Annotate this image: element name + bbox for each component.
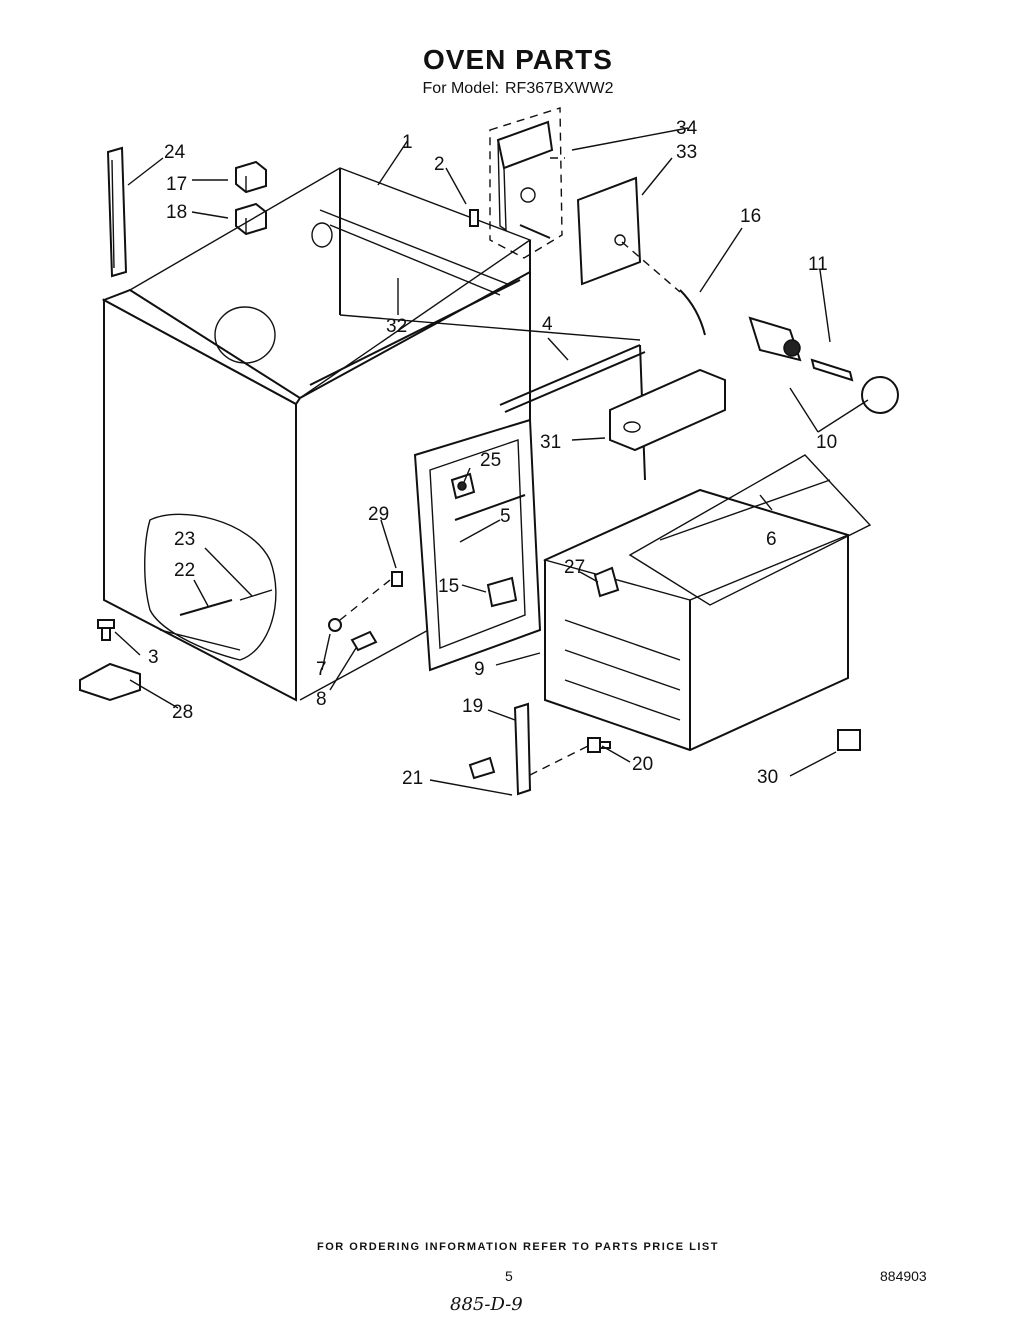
part-30-foot bbox=[837, 729, 861, 751]
part-34-assembly bbox=[489, 107, 563, 259]
model-number: RF367BXWW2 bbox=[505, 80, 614, 97]
part-27-tab bbox=[593, 566, 620, 598]
callout-20: 20 bbox=[632, 754, 653, 775]
part-31-burner bbox=[609, 368, 726, 452]
callout-labels: 1 2 3 4 5 6 7 8 9 10 11 15 16 17 18 19 2… bbox=[148, 118, 837, 789]
guide-line bbox=[529, 744, 591, 776]
callout-15: 15 bbox=[438, 576, 459, 597]
page-number: 5 bbox=[505, 1268, 513, 1284]
callout-29: 29 bbox=[368, 504, 389, 525]
part-21-hinge-piece bbox=[468, 756, 496, 780]
ordering-info-footer: FOR ORDERING INFORMATION REFER TO PARTS … bbox=[317, 1241, 719, 1253]
part-25-valve bbox=[450, 472, 476, 500]
handwritten-note: 885-D-9 bbox=[450, 1294, 523, 1315]
part-6-rack bbox=[628, 454, 872, 606]
part-15-bracket bbox=[486, 576, 518, 608]
callout-16: 16 bbox=[740, 206, 761, 227]
callout-19: 19 bbox=[462, 696, 483, 717]
page-title: OVEN PARTS bbox=[423, 44, 613, 75]
callout-21: 21 bbox=[402, 768, 423, 789]
part-7-nut bbox=[328, 618, 342, 632]
callout-32: 32 bbox=[386, 316, 407, 337]
part-10-igniter bbox=[748, 316, 899, 414]
callout-17: 17 bbox=[166, 174, 187, 195]
callout-34: 34 bbox=[676, 118, 698, 139]
front-frame bbox=[413, 418, 542, 672]
callout-9: 9 bbox=[474, 659, 485, 680]
guide-line bbox=[621, 241, 681, 293]
callout-7: 7 bbox=[316, 659, 327, 680]
callout-30: 30 bbox=[757, 767, 778, 788]
part-17-block bbox=[235, 160, 267, 194]
callout-10: 10 bbox=[816, 432, 837, 453]
callout-1: 1 bbox=[402, 132, 413, 153]
callout-3: 3 bbox=[148, 647, 159, 668]
part-19-hinge bbox=[513, 702, 532, 796]
callout-33: 33 bbox=[676, 142, 697, 163]
document-number: 884903 bbox=[880, 1268, 927, 1284]
guide-line bbox=[339, 579, 391, 621]
part-20-screw bbox=[587, 737, 611, 753]
leader-lines bbox=[114, 127, 869, 796]
model-subtitle: For Model: RF367BXWW2 bbox=[0, 80, 1036, 98]
callout-28: 28 bbox=[172, 702, 193, 723]
callout-6: 6 bbox=[766, 529, 777, 550]
callout-8: 8 bbox=[316, 689, 327, 710]
callout-5: 5 bbox=[500, 506, 511, 527]
part-24-strip bbox=[106, 146, 128, 278]
part-9-oven-liner bbox=[542, 488, 851, 752]
model-prefix: For Model: bbox=[422, 80, 499, 97]
callout-22: 22 bbox=[174, 560, 195, 581]
callout-18: 18 bbox=[166, 202, 187, 223]
part-16-tube bbox=[679, 289, 706, 336]
part-33-cover bbox=[576, 176, 642, 286]
callout-27: 27 bbox=[564, 557, 585, 578]
callout-23: 23 bbox=[174, 529, 195, 550]
callout-4: 4 bbox=[542, 314, 553, 335]
callout-31: 31 bbox=[540, 432, 561, 453]
cabinet-side-panel bbox=[101, 288, 302, 702]
callout-24: 24 bbox=[164, 142, 186, 163]
callout-2: 2 bbox=[434, 154, 445, 175]
callout-25: 25 bbox=[480, 450, 501, 471]
callout-11: 11 bbox=[808, 254, 828, 275]
part-2-screw bbox=[469, 209, 479, 227]
part-28-bracket bbox=[79, 662, 141, 702]
part-3-screw bbox=[97, 619, 115, 641]
part-8-bracket bbox=[350, 630, 378, 652]
part-29-clip bbox=[391, 571, 403, 587]
